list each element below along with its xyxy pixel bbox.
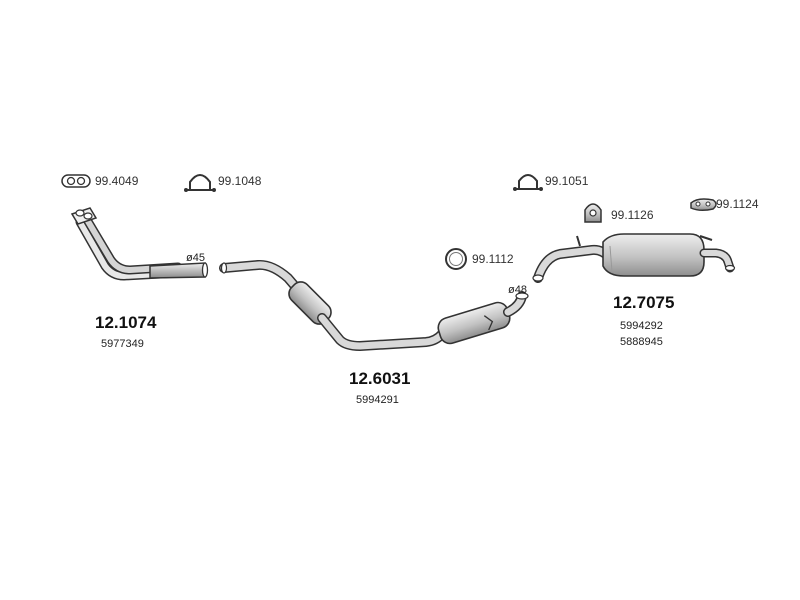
front-pipe-diameter: ø45: [186, 252, 205, 264]
ring-gasket-label: 99.1112: [472, 252, 514, 266]
rear-silencer-oe-number-2: 5888945: [620, 336, 663, 348]
gasket-label: 99.4049: [95, 174, 139, 188]
center-section-part: [219, 259, 529, 352]
hanger-icon: [584, 203, 602, 223]
center-section-oe-number: 5994291: [356, 394, 399, 406]
clamp-icon: [184, 174, 216, 192]
rubber-mount-label: 99.1124: [716, 197, 759, 211]
center-section-part-number: 12.6031: [349, 369, 411, 388]
front-pipe-part-number: 12.1074: [95, 313, 157, 332]
clamp-icon: [513, 174, 543, 191]
ring-gasket-icon: [445, 248, 467, 270]
rear-silencer-part: [532, 233, 736, 283]
rear-silencer-oe-number-1: 5994292: [620, 320, 663, 332]
clamp-label: 99.1051: [545, 174, 589, 188]
rubber-mount-icon: [690, 198, 717, 212]
hanger-label: 99.1126: [611, 208, 654, 222]
front-pipe-oe-number: 5977349: [101, 338, 144, 350]
clamp-label: 99.1048: [218, 174, 262, 188]
front-pipe-part: [70, 207, 209, 281]
rear-silencer-part-number: 12.7075: [613, 293, 675, 312]
center-section-diameter: ø48: [508, 284, 527, 296]
gasket-icon: [61, 174, 91, 188]
